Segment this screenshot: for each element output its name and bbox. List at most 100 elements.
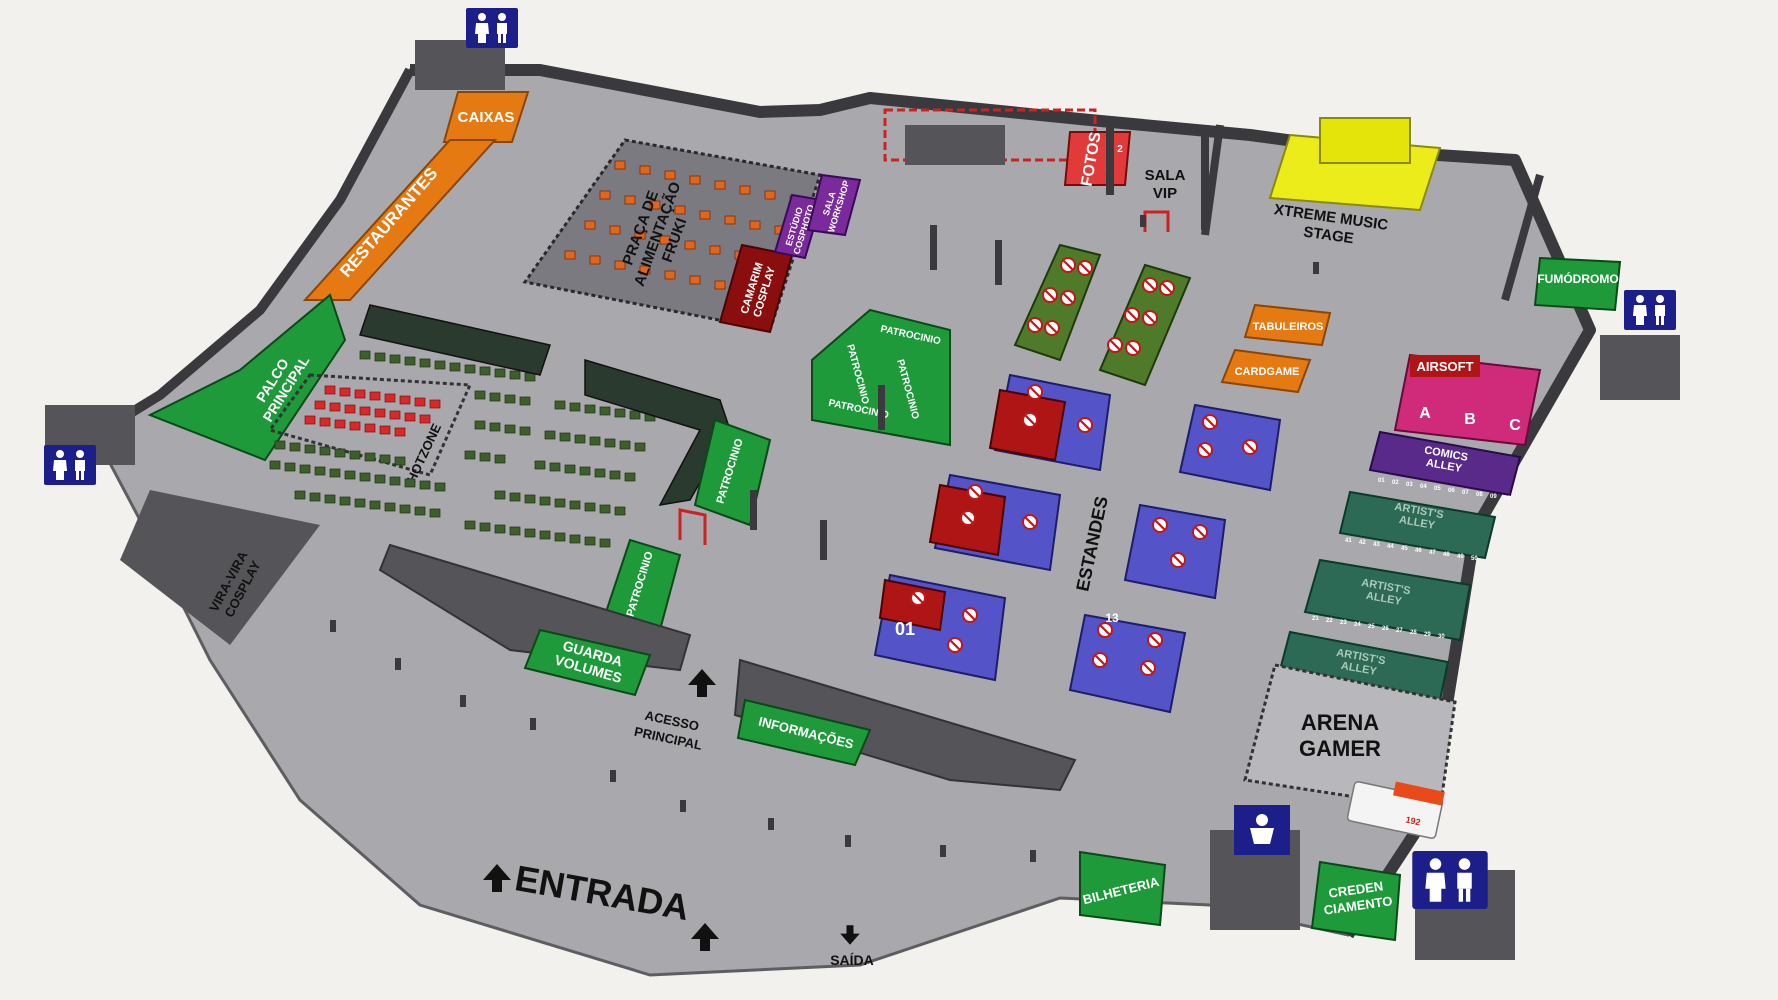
ambulance-icon: 192 [1346,781,1445,839]
comics-alley-block [1368,430,1522,497]
tabuleiros-block [1243,303,1332,347]
stand-number-13: 13 [1105,611,1119,625]
no-entry-icon [1196,441,1214,459]
estudio-cosphoto-block [773,193,824,260]
svg-text:47: 47 [1429,550,1436,556]
svg-text:42: 42 [1359,540,1366,546]
no-entry-icon [1021,513,1039,531]
pillars [330,215,1319,862]
svg-text:GAMER: GAMER [1299,736,1381,761]
tabuleiros-label: TABULEIROS [1253,321,1324,333]
no-entry-icon [1091,651,1109,669]
restroom-icon [1412,851,1488,909]
no-entry-icon [1124,339,1142,357]
stand-block-c-red [878,578,947,632]
arena-gamer-label: ARENA GAMER [1299,710,1381,761]
svg-text:06: 06 [1448,488,1455,494]
svg-text:46: 46 [1415,548,1422,554]
svg-text:192: 192 [1405,815,1422,828]
svg-text:22: 22 [1326,618,1333,624]
counter-east [733,658,1077,792]
svg-text:27: 27 [1396,628,1403,634]
hotzone-area [267,373,473,477]
no-entry-icon [1021,411,1039,429]
no-entry-icon [1123,306,1141,324]
bleacher-east [584,358,731,506]
svg-text:41: 41 [1345,538,1352,544]
svg-text:05: 05 [1434,486,1441,492]
no-entry-icon [1026,316,1044,334]
svg-text:21: 21 [1312,616,1319,622]
arena-gamer-area [1243,663,1457,812]
cardgame-block [1220,348,1312,394]
no-entry-icon [1076,416,1094,434]
airsoft-section-c: C [1509,417,1521,434]
restaurantes-block [302,139,498,301]
informacoes-block [736,698,872,767]
svg-text:24: 24 [1354,622,1361,628]
photo-inner [905,125,1005,165]
no-entry-icon [1076,259,1094,277]
svg-text:29: 29 [1424,632,1431,638]
caixas-block [442,91,530,143]
no-entry-icon [1201,413,1219,431]
svg-text:28: 28 [1410,630,1417,636]
svg-text:04: 04 [1420,484,1427,490]
patrocinio-cluster [811,308,951,447]
fumodromo-label: FUMÓDROMO [1537,271,1618,286]
svg-text:30: 30 [1438,634,1445,640]
svg-text:VIP: VIP [1153,185,1177,202]
caixas-label: CAIXAS [458,109,515,126]
no-entry-icon [946,636,964,654]
artists-alley-block-1 [1338,490,1497,560]
airsoft-section-a: A [1419,405,1431,422]
svg-text:43: 43 [1373,542,1380,548]
gate-red [678,508,707,545]
svg-text:02: 02 [1392,480,1399,486]
no-entry-icon [966,483,984,501]
stand-number-01: 01 [895,619,915,639]
svg-text:STAGE: STAGE [1302,223,1354,247]
svg-text:50: 50 [1471,556,1478,562]
baby-changing-icon [1234,805,1290,855]
svg-text:ARENA: ARENA [1301,710,1379,735]
svg-text:07: 07 [1462,490,1469,496]
no-entry-icon [1169,551,1187,569]
no-entry-icon [1059,256,1077,274]
no-entry-icon [1106,336,1124,354]
svg-text:49: 49 [1457,554,1464,560]
cardgame-label: CARDGAME [1235,366,1300,378]
svg-text:10: 10 [1504,496,1511,502]
no-entry-icon [959,509,977,527]
restroom-icon [466,8,518,48]
fotos-num-2: 2 [1117,144,1123,155]
guarda-volumes-block [523,628,652,697]
bilheteria-block [1079,850,1167,927]
svg-text:01: 01 [1378,478,1385,484]
vira-vira-annex [120,490,320,645]
svg-text:23: 23 [1340,620,1347,626]
fumodromo-block [1533,256,1622,312]
saida-label: SAÍDA [830,952,874,968]
no-entry-icon [1141,309,1159,327]
no-entry-icon [1158,279,1176,297]
no-entry-icon [1191,523,1209,541]
credenciamento-block [1310,860,1402,942]
no-entry-icon [1146,631,1164,649]
no-entry-icon [1026,383,1044,401]
svg-text:SALA: SALA [1145,167,1186,184]
svg-text:25: 25 [1368,624,1375,630]
no-entry-icon [1141,276,1159,294]
xtreme-stage-riser [1319,117,1411,164]
svg-text:09: 09 [1490,494,1497,500]
svg-text:44: 44 [1387,544,1394,550]
airsoft-header [1410,355,1480,377]
svg-text:45: 45 [1401,546,1408,552]
restroom-annex-nw [415,40,505,90]
airsoft-block [1393,353,1542,447]
airsoft-section-b: B [1464,411,1476,428]
